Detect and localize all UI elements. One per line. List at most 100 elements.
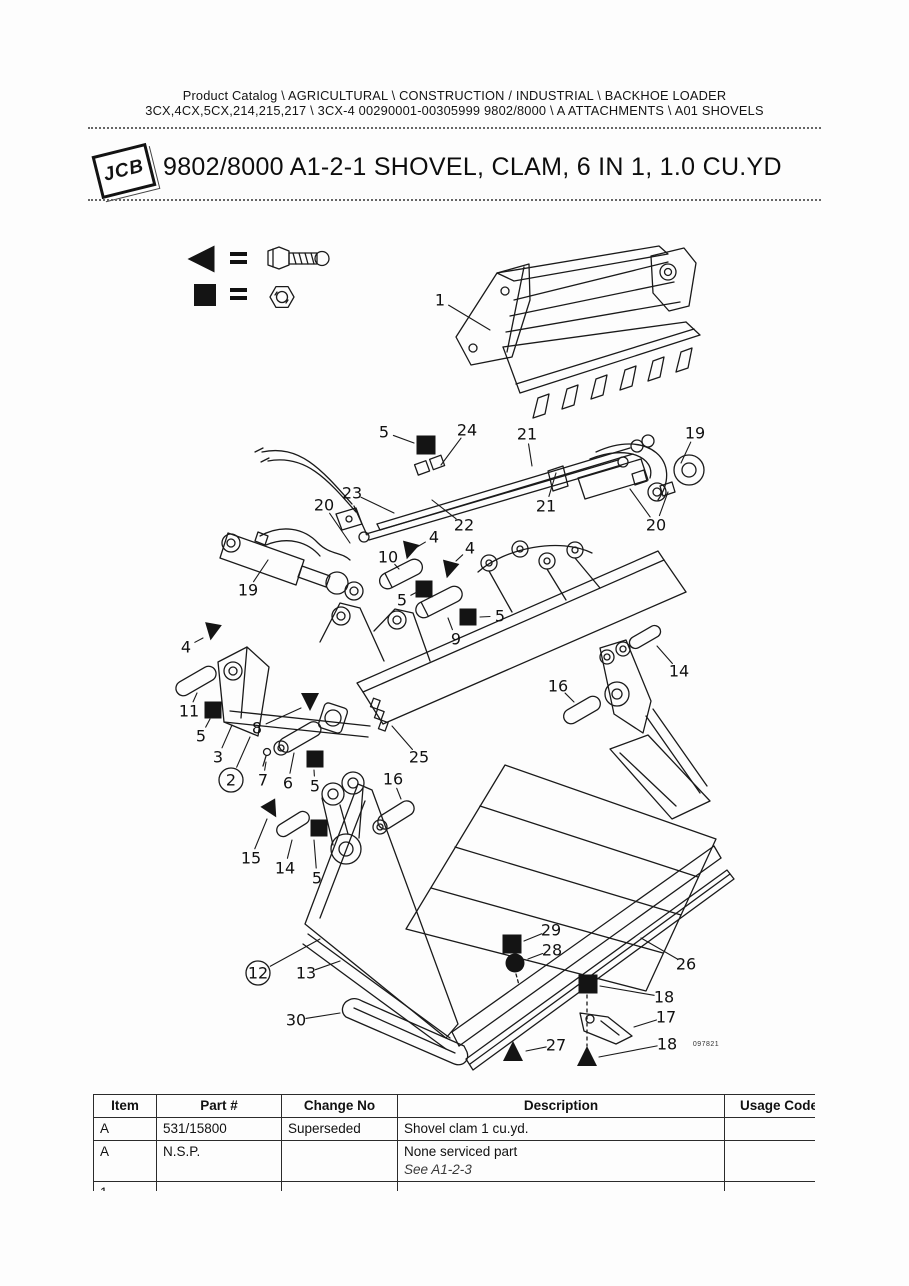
cutting-edge <box>465 869 735 1071</box>
breadcrumb-line-2[interactable]: 3CX,4CX,5CX,214,215,217 \ 3CX-4 00290001… <box>145 103 764 118</box>
hose <box>589 452 652 479</box>
triangle-down-symbol <box>260 798 277 818</box>
equals-marks <box>230 252 247 300</box>
nut-icon <box>269 285 295 309</box>
pipe-clamp <box>413 454 446 476</box>
svg-text:21: 21 <box>536 497 556 516</box>
svg-text:26: 26 <box>676 955 696 974</box>
clam-shell <box>302 734 735 1071</box>
triangle-left-symbol <box>187 245 215 273</box>
callout-30: 30 <box>286 1011 341 1030</box>
svg-text:5: 5 <box>310 777 320 796</box>
table-row[interactable]: 1 <box>93 1181 815 1191</box>
callout-27: 27 <box>525 1036 566 1055</box>
breadcrumb-line-1[interactable]: Product Catalog \ AGRICULTURAL \ CONSTRU… <box>182 88 727 103</box>
svg-text:5: 5 <box>379 423 389 442</box>
triangle-down-symbol <box>402 540 420 560</box>
svg-text:30: 30 <box>286 1011 306 1030</box>
square-symbol <box>194 284 216 306</box>
callout-3: 3 <box>213 724 233 767</box>
svg-text:14: 14 <box>275 859 295 878</box>
col-part: Part # <box>156 1094 282 1118</box>
callout-5: 5 <box>397 591 418 610</box>
callout-13: 13 <box>296 960 341 983</box>
callout-8: 8 <box>252 707 302 738</box>
callout-23: 23 <box>342 484 395 514</box>
svg-text:5: 5 <box>397 591 407 610</box>
callout-26: 26 <box>640 937 696 974</box>
breadcrumb[interactable]: Product Catalog \ AGRICULTURAL \ CONSTRU… <box>60 88 849 118</box>
callout-12: 12 <box>245 938 321 986</box>
cell-item: A <box>93 1140 157 1182</box>
svg-text:20: 20 <box>646 516 666 535</box>
square-symbol <box>502 934 522 954</box>
callout-18: 18 <box>599 985 674 1007</box>
cell-usage <box>724 1140 815 1182</box>
svg-text:27: 27 <box>546 1036 566 1055</box>
callout-15: 15 <box>241 818 268 868</box>
callout-11: 11 <box>179 692 199 721</box>
square-symbol <box>306 750 324 768</box>
tooth <box>510 954 633 1047</box>
triangle-up-symbol <box>503 1041 523 1061</box>
svg-text:28: 28 <box>542 941 562 960</box>
square-symbol <box>415 580 433 598</box>
callout-2: 2 <box>218 736 251 793</box>
bucket-assembly <box>455 245 701 419</box>
svg-text:16: 16 <box>548 677 568 696</box>
callout-4: 4 <box>455 539 475 562</box>
callout-17: 17 <box>633 1008 676 1028</box>
svg-text:24: 24 <box>457 421 477 440</box>
svg-text:22: 22 <box>454 516 474 535</box>
square-symbol <box>416 435 436 455</box>
pins <box>175 558 662 838</box>
svg-text:6: 6 <box>283 774 293 793</box>
screw <box>262 747 272 757</box>
callout-20: 20 <box>314 496 351 544</box>
table-row[interactable]: A 531/15800 Superseded Shovel clam 1 cu.… <box>93 1117 815 1141</box>
svg-text:19: 19 <box>238 581 258 600</box>
triangle-down-symbol <box>442 559 460 579</box>
callout-18: 18 <box>598 1035 677 1058</box>
callout-28: 28 <box>527 941 562 960</box>
callout-14: 14 <box>275 839 295 878</box>
svg-text:19: 19 <box>685 424 705 443</box>
svg-text:5: 5 <box>495 607 505 626</box>
legend <box>230 246 330 309</box>
svg-text:4: 4 <box>181 638 191 657</box>
svg-text:15: 15 <box>241 849 261 868</box>
callout-21: 21 <box>536 472 557 516</box>
callout-24: 24 <box>440 421 477 466</box>
figure-code: 097821 <box>693 1041 719 1048</box>
triangle-down-symbol <box>301 693 319 711</box>
dot-symbol <box>505 953 525 973</box>
callout-29: 29 <box>523 921 561 942</box>
cell-part: N.S.P. <box>156 1140 282 1182</box>
callout-16: 16 <box>548 677 575 703</box>
callout-10: 10 <box>378 548 400 570</box>
separator-dotted-title <box>88 199 821 201</box>
svg-text:14: 14 <box>669 662 689 681</box>
callout-14: 14 <box>656 645 689 681</box>
svg-text:21: 21 <box>517 425 537 444</box>
left-ram <box>219 507 364 601</box>
square-symbol <box>578 974 598 994</box>
parts-table: Item Part # Change No Description Usage … <box>93 1094 815 1191</box>
callout-5: 5 <box>312 839 322 888</box>
svg-text:13: 13 <box>296 964 316 983</box>
cell-item: 1 <box>93 1181 157 1191</box>
page-title: 9802/8000 A1-2-1 SHOVEL, CLAM, 6 IN 1, 1… <box>163 153 782 181</box>
frame-weldment <box>217 540 708 794</box>
callout-9: 9 <box>447 617 461 649</box>
svg-text:29: 29 <box>541 921 561 940</box>
callout-5: 5 <box>196 718 211 746</box>
square-symbol <box>204 701 222 719</box>
col-desc: Description <box>397 1094 725 1118</box>
svg-text:3: 3 <box>213 748 223 767</box>
cell-part: 531/15800 <box>156 1117 282 1141</box>
right-ram-barrel <box>577 458 649 500</box>
callout-20: 20 <box>629 488 669 535</box>
svg-text:25: 25 <box>409 748 429 767</box>
